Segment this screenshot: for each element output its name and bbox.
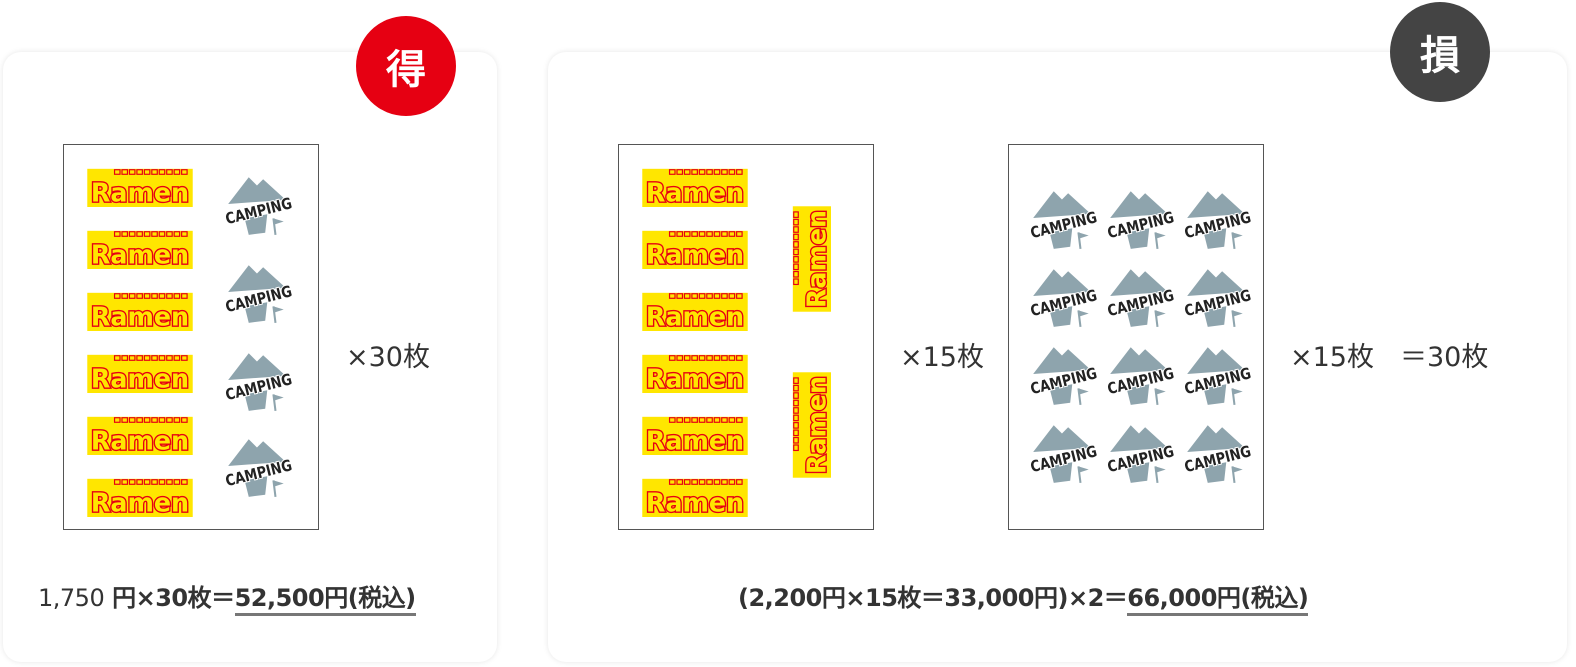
ramen-sticker: Ramen xyxy=(637,415,753,455)
ramen-sticker: Ramen xyxy=(82,353,198,393)
camping-sticker: CAMPING xyxy=(1104,421,1176,485)
camping-sticker: CAMPING xyxy=(1027,343,1099,407)
svg-text:Ramen: Ramen xyxy=(646,303,744,331)
camping-sticker: CAMPING xyxy=(222,349,294,413)
ramen-sticker: Ramen xyxy=(82,291,198,331)
camping-sticker: CAMPING xyxy=(1027,265,1099,329)
ramen-sticker: Ramen xyxy=(791,367,831,483)
ramen-sticker: Ramen xyxy=(637,167,753,207)
svg-text:Ramen: Ramen xyxy=(91,427,189,455)
camping-sticker: CAMPING xyxy=(1027,187,1099,251)
svg-text:Ramen: Ramen xyxy=(91,489,189,517)
camping-sticker: CAMPING xyxy=(1181,265,1253,329)
ramen-sticker: Ramen xyxy=(637,477,753,517)
camping-sticker: CAMPING xyxy=(1027,421,1099,485)
ramen-sticker: Ramen xyxy=(82,229,198,269)
svg-text:Ramen: Ramen xyxy=(91,303,189,331)
camping-sticker: CAMPING xyxy=(1181,343,1253,407)
ramen-sticker: Ramen xyxy=(82,477,198,517)
good-tax: (税込) xyxy=(347,584,416,612)
camping-sheet-quantity: ×15枚 xyxy=(1290,342,1374,373)
camping-sticker: CAMPING xyxy=(222,435,294,499)
bad-price-formula: (2,200円×15枚＝33,000円)×2＝66,000円(税込) xyxy=(738,578,1309,616)
bad-tax: (税込) xyxy=(1240,584,1309,612)
svg-text:Ramen: Ramen xyxy=(91,179,189,207)
svg-text:Ramen: Ramen xyxy=(91,241,189,269)
bad-part1: (2,200円×15枚＝33,000円)×2＝ xyxy=(738,584,1128,612)
camping-sticker: CAMPING xyxy=(1181,421,1253,485)
camping-sticker: CAMPING xyxy=(1181,187,1253,251)
bad-total-quantity: ＝30枚 xyxy=(1400,342,1489,373)
svg-text:Ramen: Ramen xyxy=(646,427,744,455)
good-deal-badge: 得 xyxy=(356,16,456,116)
camping-sticker: CAMPING xyxy=(222,173,294,237)
good-unit-price: 1,750 xyxy=(38,584,105,612)
ramen-sticker: Ramen xyxy=(637,229,753,269)
svg-text:Ramen: Ramen xyxy=(646,179,744,207)
camping-sticker: CAMPING xyxy=(1104,343,1176,407)
camping-sticker: CAMPING xyxy=(1104,187,1176,251)
ramen-sticker: Ramen xyxy=(82,415,198,455)
svg-text:Ramen: Ramen xyxy=(803,376,831,474)
ramen-sheet-quantity: ×15枚 xyxy=(900,342,984,373)
svg-text:Ramen: Ramen xyxy=(646,365,744,393)
svg-text:Ramen: Ramen xyxy=(646,241,744,269)
bad-deal-badge: 損 xyxy=(1390,2,1490,102)
good-sheet-quantity: ×30枚 xyxy=(346,342,430,373)
bad-result: 66,000円 xyxy=(1127,584,1241,612)
good-price-formula: 1,750 円×30枚＝52,500円(税込) xyxy=(38,578,416,616)
ramen-sticker: Ramen xyxy=(82,167,198,207)
ramen-sticker: Ramen xyxy=(637,353,753,393)
svg-text:Ramen: Ramen xyxy=(91,365,189,393)
good-yen: 円 xyxy=(112,584,136,612)
svg-text:Ramen: Ramen xyxy=(803,210,831,308)
ramen-sticker: Ramen xyxy=(791,201,831,317)
ramen-sticker: Ramen xyxy=(637,291,753,331)
camping-sticker: CAMPING xyxy=(222,261,294,325)
camping-sticker: CAMPING xyxy=(1104,265,1176,329)
good-times: ×30枚＝ xyxy=(135,584,236,612)
good-result: 52,500円 xyxy=(234,584,349,612)
svg-text:Ramen: Ramen xyxy=(646,489,744,517)
